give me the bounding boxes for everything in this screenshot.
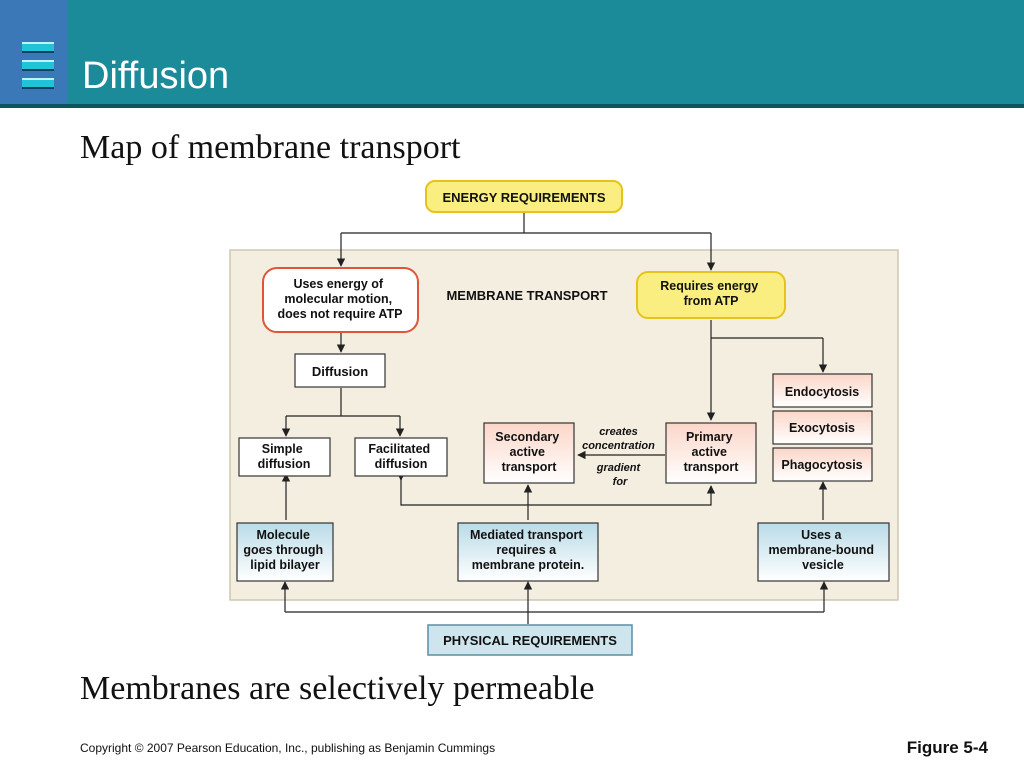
creates-gradient-text: creates concentration gradient for: [582, 426, 658, 488]
diffusion-label: Diffusion: [312, 364, 368, 379]
simple-diffusion-line: Simple: [262, 442, 303, 456]
facilitated-diffusion-text: Facilitated diffusion: [368, 442, 433, 471]
facilitated-diffusion-box: [354, 437, 448, 477]
mediated-transport-line: membrane protein.: [472, 558, 585, 572]
requires-atp-text: Requires energy from ATP: [660, 279, 761, 308]
simple-diffusion-line: diffusion: [258, 457, 311, 471]
membrane-transport-label: MEMBRANE TRANSPORT: [446, 288, 607, 303]
bottom-statement: Membranes are selectively permeable: [80, 670, 595, 707]
vesicle-text: Uses a membrane-bound vesicle: [768, 528, 877, 572]
logo-stripe: [22, 42, 54, 53]
no-atp-line: molecular motion,: [284, 292, 392, 306]
creates-gradient-line: gradient: [596, 462, 642, 474]
energy-requirements-label: ENERGY REQUIREMENTS: [442, 190, 605, 205]
primary-active-transport-text: Primary active transport: [684, 430, 740, 474]
figure-label: Figure 5-4: [906, 738, 988, 757]
simple-diffusion-box: [238, 437, 331, 477]
secondary-active-line: transport: [502, 460, 558, 474]
primary-active-line: Primary: [686, 430, 733, 444]
primary-active-line: active: [692, 445, 727, 459]
no-atp-text: Uses energy of molecular motion, does no…: [277, 277, 402, 321]
vesicle-line: vesicle: [802, 558, 844, 572]
endocytosis-box: [772, 373, 873, 408]
endocytosis-label: Endocytosis: [785, 385, 859, 399]
logo-stripe: [22, 78, 54, 89]
energy-requirements-box: [425, 180, 623, 213]
facilitated-diffusion-line: Facilitated: [368, 442, 430, 456]
header-rule: [0, 104, 1024, 108]
lipid-bilayer-box: [236, 522, 334, 582]
logo-icon: [0, 0, 68, 104]
no-atp-line: does not require ATP: [277, 307, 402, 321]
facilitated-diffusion-line: diffusion: [375, 457, 428, 471]
physical-requirements-label: PHYSICAL REQUIREMENTS: [443, 633, 617, 648]
vesicle-line: membrane-bound: [768, 543, 874, 557]
secondary-active-line: active: [510, 445, 545, 459]
creates-gradient-line: creates: [599, 426, 638, 438]
logo-stripe: [22, 60, 54, 71]
no-atp-line: Uses energy of: [293, 277, 383, 291]
vesicle-box: [757, 522, 890, 582]
mediated-transport-line: requires a: [496, 543, 557, 557]
secondary-active-transport-text: Secondary active transport: [495, 430, 562, 474]
mediated-transport-box: [457, 522, 599, 582]
phagocytosis-label: Phagocytosis: [781, 458, 862, 472]
creates-gradient-line: concentration: [582, 440, 655, 452]
header-bar: [0, 0, 1024, 104]
creates-gradient-line: for: [613, 476, 628, 488]
connector-lines: [280, 212, 829, 624]
lipid-bilayer-line: goes through: [243, 543, 323, 557]
vesicle-line: Uses a: [801, 528, 842, 542]
physical-requirements-box: [427, 624, 633, 656]
mediated-transport-line: Mediated transport: [470, 528, 583, 542]
secondary-active-transport-box: [483, 422, 575, 484]
exocytosis-label: Exocytosis: [789, 421, 855, 435]
slide-subtitle: Map of membrane transport: [80, 129, 461, 166]
secondary-active-line: Secondary: [495, 430, 559, 444]
diffusion-box: [294, 353, 386, 388]
primary-active-transport-box: [665, 422, 757, 484]
lipid-bilayer-line: Molecule: [257, 528, 311, 542]
requires-atp-line: Requires energy: [660, 279, 758, 293]
lipid-bilayer-line: lipid bilayer: [250, 558, 320, 572]
requires-atp-box: [636, 271, 786, 319]
primary-active-line: transport: [684, 460, 740, 474]
mediated-transport-text: Mediated transport requires a membrane p…: [470, 528, 586, 572]
copyright-text: Copyright © 2007 Pearson Education, Inc.…: [80, 741, 496, 755]
exocytosis-box: [772, 410, 873, 445]
simple-diffusion-text: Simple diffusion: [258, 442, 311, 471]
phagocytosis-box: [772, 447, 873, 482]
requires-atp-line: from ATP: [684, 294, 739, 308]
no-atp-box: [262, 267, 419, 333]
slide-title: Diffusion: [82, 55, 230, 97]
lipid-bilayer-text: Molecule goes through lipid bilayer: [243, 528, 326, 572]
